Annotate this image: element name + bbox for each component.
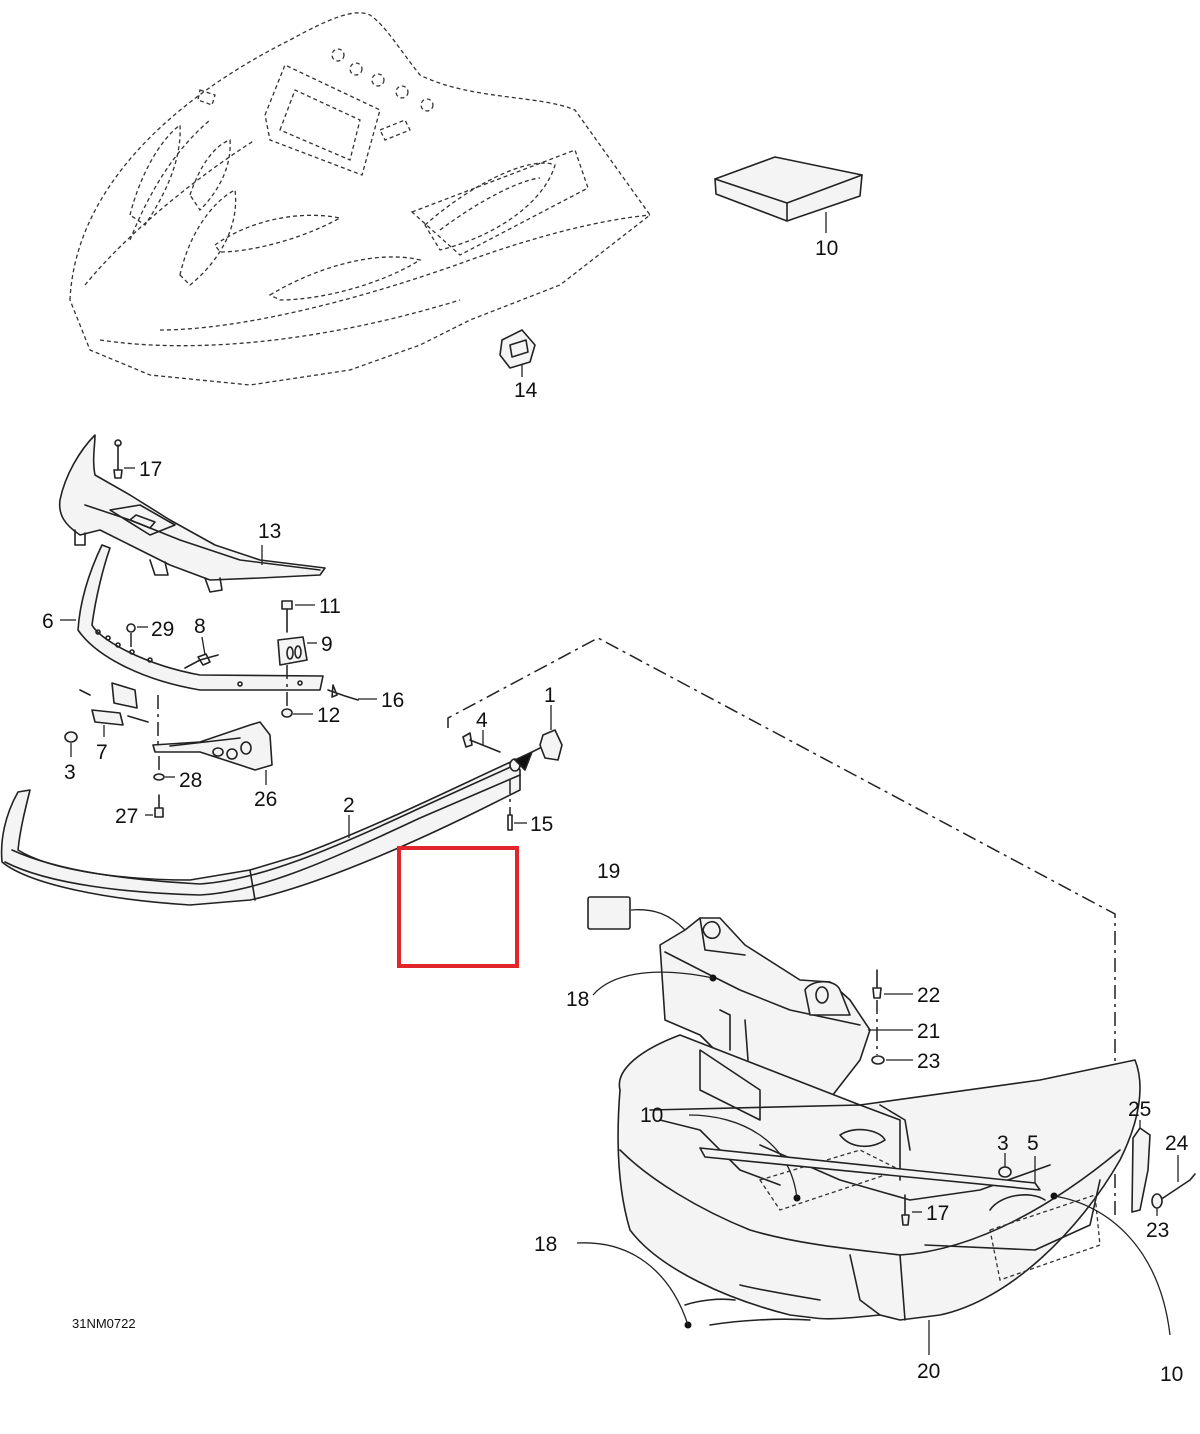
callout-29: 29 <box>151 618 174 641</box>
callout-3-left: 3 <box>64 761 76 784</box>
part-9-bracket <box>277 636 317 666</box>
part-22-rivet <box>872 969 913 1055</box>
part-10-pad <box>714 156 863 233</box>
callout-2: 2 <box>343 794 355 817</box>
part-14-clip <box>499 329 536 377</box>
part-17-rivet-top <box>113 439 135 479</box>
callout-21: 21 <box>917 1020 940 1043</box>
callout-22: 22 <box>917 984 940 1007</box>
part-3-nut-right <box>998 1153 1012 1178</box>
callout-28: 28 <box>179 769 202 792</box>
callout-24: 24 <box>1165 1132 1189 1155</box>
callout-18-mid: 18 <box>566 988 589 1011</box>
hood-outline <box>69 12 651 386</box>
callout-10-top: 10 <box>815 237 838 260</box>
callout-25: 25 <box>1128 1098 1151 1121</box>
callout-13: 13 <box>258 520 281 543</box>
callout-8: 8 <box>194 615 206 638</box>
diagram-code: 31NM0722 <box>72 1316 136 1331</box>
callout-16: 16 <box>381 689 404 712</box>
part-6-bar <box>60 544 324 691</box>
callout-4: 4 <box>476 709 488 732</box>
part-19-label <box>587 896 686 931</box>
callout-5: 5 <box>1027 1132 1039 1155</box>
callout-11: 11 <box>319 595 341 618</box>
part-15-stud <box>507 780 527 831</box>
callout-9: 9 <box>321 633 333 656</box>
callout-10-mid: 10 <box>640 1104 663 1127</box>
callout-3-right: 3 <box>997 1132 1009 1155</box>
callout-17-top: 17 <box>139 458 162 481</box>
callout-27: 27 <box>115 805 138 828</box>
part-12-nut <box>281 665 313 718</box>
part-2-bumper <box>0 758 521 906</box>
part-26-brace <box>152 695 273 785</box>
part-20-belly-pan <box>576 1034 1171 1355</box>
part-5-rail <box>699 1147 1041 1191</box>
callout-6: 6 <box>42 610 54 633</box>
part-25-bracket <box>1131 1120 1151 1213</box>
part-21-support <box>592 917 871 1106</box>
callout-18-bottom: 18 <box>534 1233 557 1256</box>
part-29-bolt <box>126 623 148 650</box>
part-13-fascia <box>58 434 326 593</box>
part-4-bolt <box>462 730 501 753</box>
part-28-washer <box>153 756 175 781</box>
part-3-nut-left <box>64 731 78 757</box>
callout-23-right: 23 <box>1146 1219 1169 1242</box>
callout-17-bottom: 17 <box>926 1202 949 1225</box>
callout-20: 20 <box>917 1360 940 1383</box>
callout-23-mid: 23 <box>917 1050 940 1073</box>
part-24-bolt <box>1159 1155 1196 1201</box>
part-16-pin <box>327 684 377 701</box>
assembly-path <box>447 637 1116 1218</box>
callout-19: 19 <box>597 860 620 883</box>
part-7-bracket <box>79 682 149 737</box>
part-8-fastener <box>184 636 219 669</box>
highlight-box <box>397 846 519 968</box>
callout-14: 14 <box>514 379 538 402</box>
callout-26: 26 <box>254 788 277 811</box>
part-1-clip <box>514 705 563 771</box>
callout-12: 12 <box>317 704 340 727</box>
part-11-bolt <box>281 600 315 633</box>
part-23-washer-mid <box>871 1055 913 1065</box>
callout-7: 7 <box>96 741 108 764</box>
callout-10-bottom: 10 <box>1160 1363 1183 1386</box>
callout-15: 15 <box>530 813 553 836</box>
callout-1: 1 <box>544 684 556 707</box>
part-23-washer-right <box>1151 1193 1163 1216</box>
part-27-bolt <box>145 794 164 818</box>
part-17-rivet-bottom <box>901 1194 922 1226</box>
